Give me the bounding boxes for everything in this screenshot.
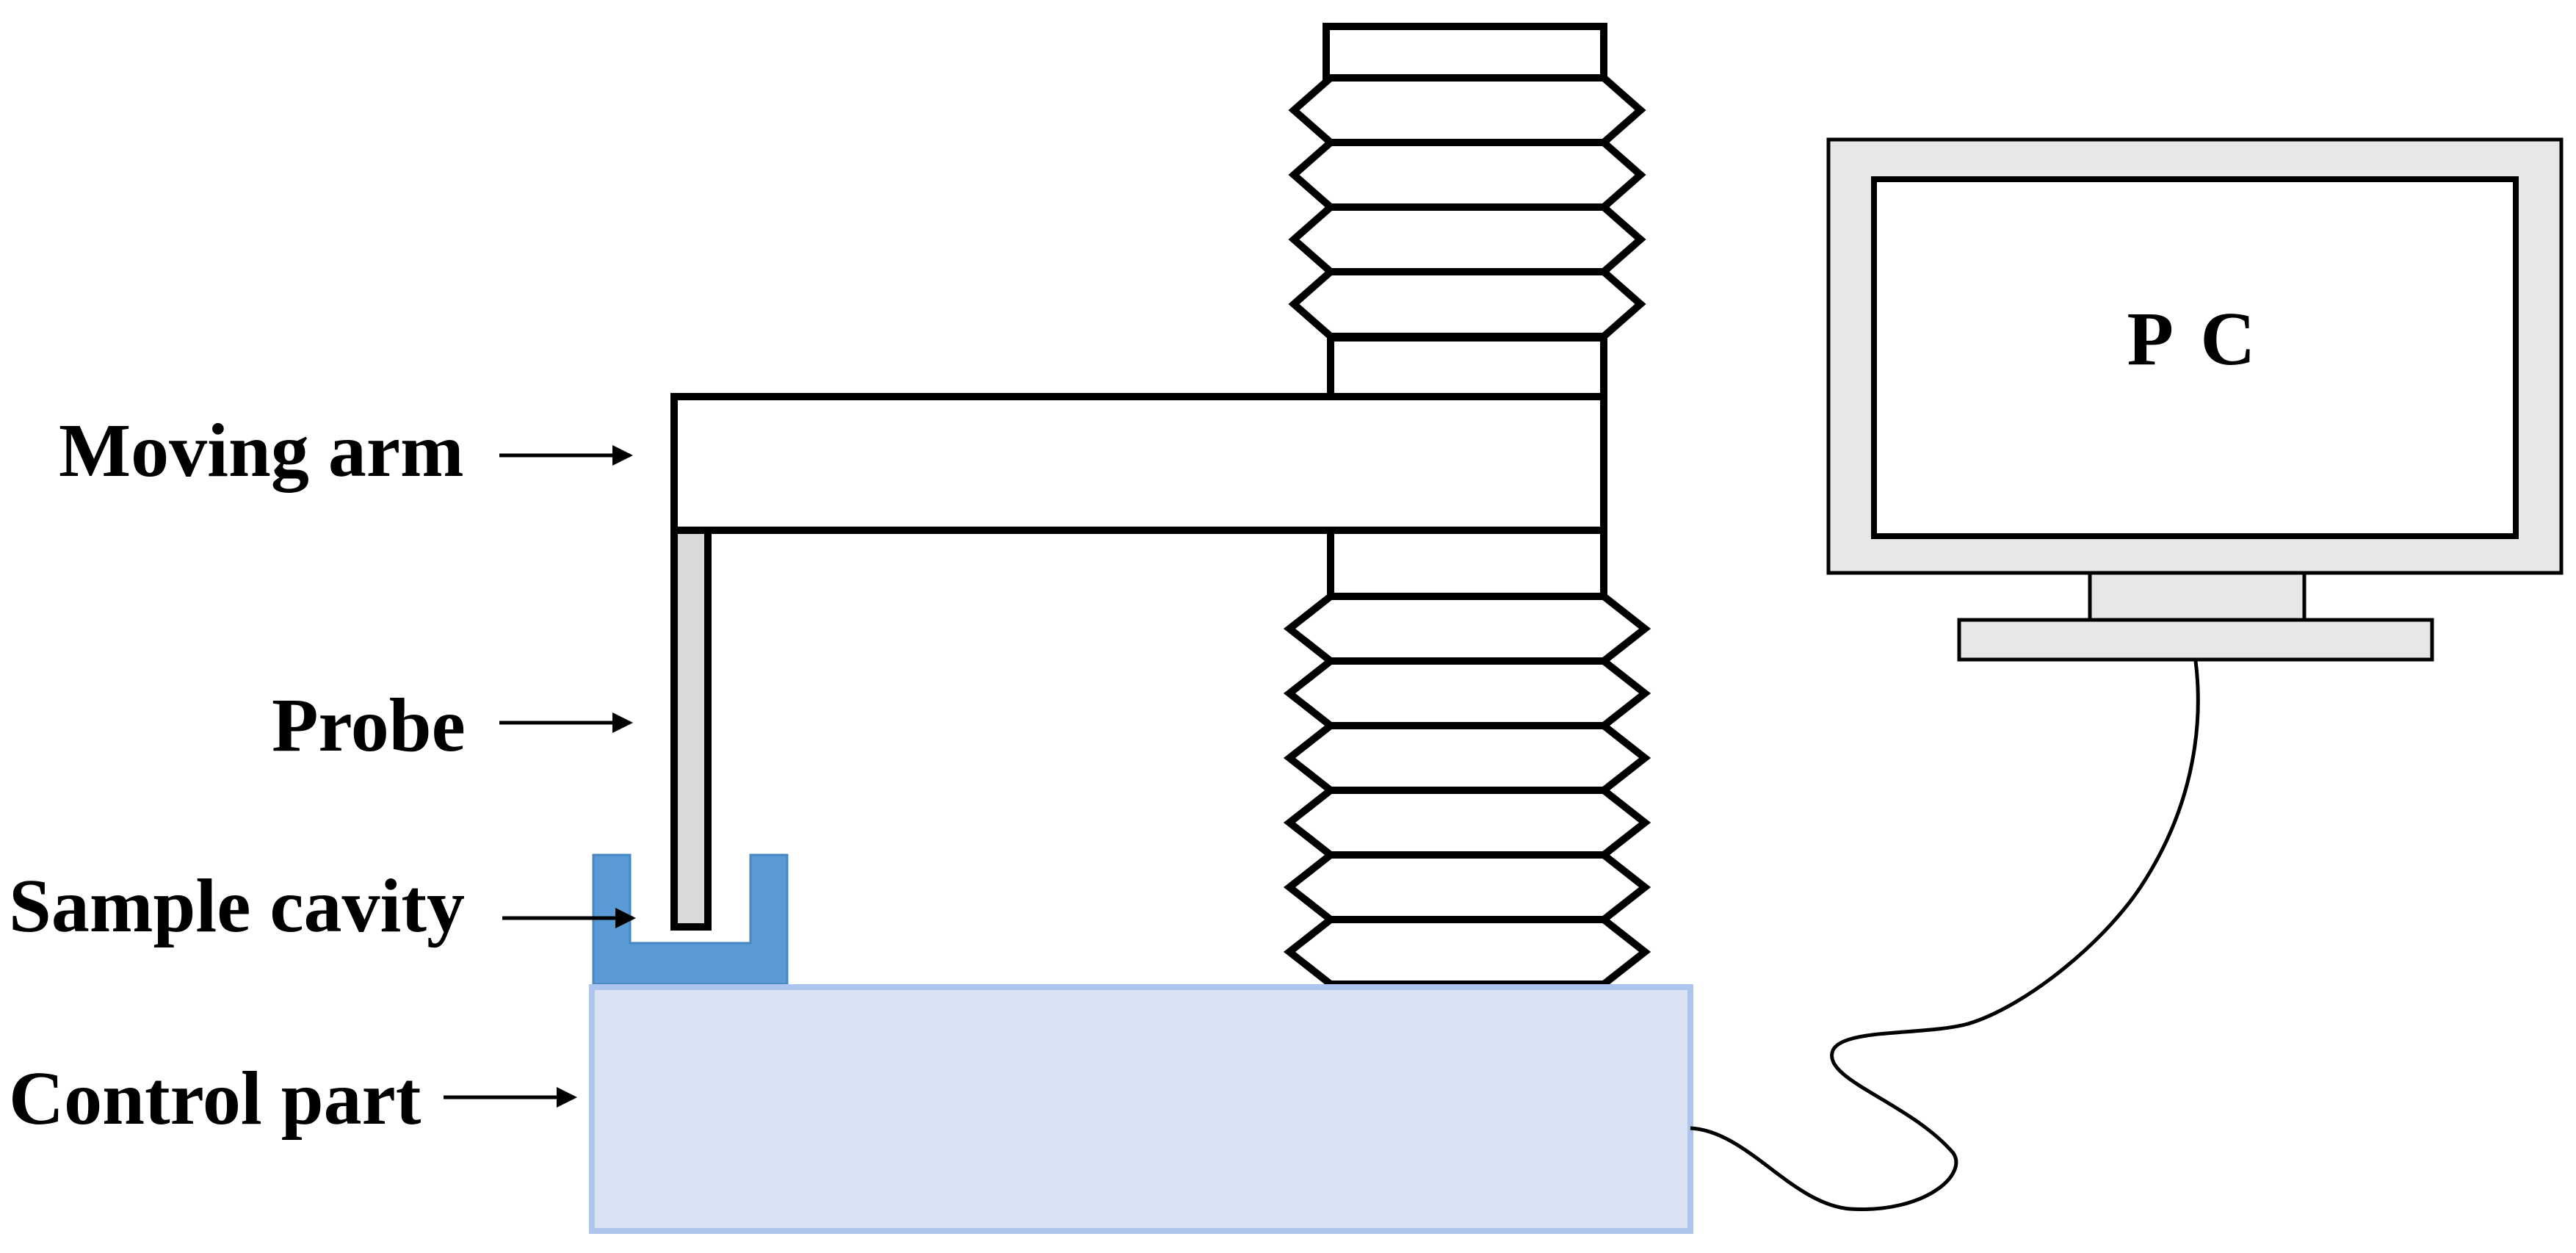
pc-label: P C	[2127, 297, 2262, 381]
control-part	[589, 984, 1693, 1234]
bellows-fold	[1288, 74, 1646, 146]
probe-label: Probe	[272, 683, 466, 768]
sample-cavity-label: Sample cavity	[9, 864, 465, 948]
control-part-arrowhead	[557, 1087, 577, 1108]
moving-arm	[670, 393, 1607, 534]
monitor-neck	[2088, 571, 2307, 622]
bellows-fold	[1283, 657, 1651, 729]
bellows-fold	[1283, 787, 1651, 859]
probe-arrowhead	[612, 712, 633, 733]
probe	[670, 527, 712, 931]
bellows-fold	[1283, 851, 1651, 923]
moving-arm-arrowhead	[612, 445, 633, 466]
bellows-fold	[1288, 139, 1646, 211]
control-part-label: Control part	[9, 1056, 422, 1141]
lower-bellows-folds	[1283, 593, 1651, 988]
monitor-screen	[1871, 176, 2519, 539]
bellows-fold	[1283, 593, 1651, 665]
monitor-base	[1957, 618, 2434, 662]
bellows-fold	[1283, 916, 1651, 988]
upper-bellows-folds	[1288, 74, 1646, 340]
moving-arm-label: Moving arm	[59, 408, 464, 493]
bellows-fold	[1288, 203, 1646, 275]
lower-bellows	[1283, 527, 1651, 988]
lower-column-segment	[1327, 527, 1607, 600]
pc-cable	[1690, 660, 2200, 1211]
label-arrows	[444, 445, 636, 1108]
bellows-fold	[1288, 268, 1646, 340]
upper-bellows	[1288, 23, 1646, 400]
sample-cavity-arrowhead	[615, 908, 636, 928]
bellows-fold	[1283, 722, 1651, 794]
upper-column-segment	[1327, 334, 1607, 400]
pc-monitor: P C	[1826, 137, 2564, 662]
column-top-cap	[1323, 23, 1607, 82]
